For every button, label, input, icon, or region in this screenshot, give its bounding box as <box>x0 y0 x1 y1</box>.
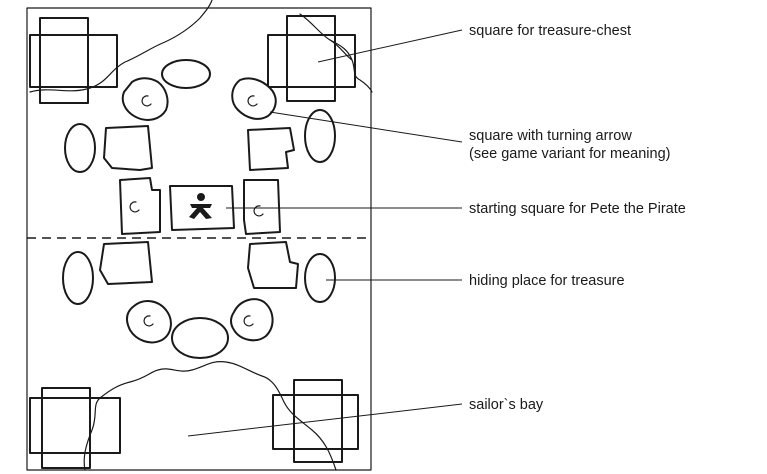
turning-arrow-icon <box>247 95 258 107</box>
label-hiding-place: hiding place for treasure <box>469 273 625 289</box>
path-square-right-upper <box>247 127 295 171</box>
hiding-place-right-upper <box>304 109 336 163</box>
bay-coastline <box>83 361 337 471</box>
turning-arrow-square-top-left <box>121 77 169 121</box>
treasure-chest-square-top-left <box>29 17 118 104</box>
treasure-chest-square-top-right <box>267 15 356 102</box>
hiding-place-right-lower <box>304 253 336 303</box>
island-coastline-right-2 <box>329 39 353 61</box>
label-turning-arrow-line1: square with turning arrow <box>469 128 632 144</box>
turning-arrow-icon <box>243 315 254 327</box>
turning-arrow-icon <box>253 205 264 217</box>
leader-turning-arrow <box>269 111 463 143</box>
leader-sailors-bay <box>187 403 463 437</box>
turning-arrow-square-bottom-left <box>125 300 172 344</box>
turning-arrow-square-mid-right <box>243 179 281 235</box>
label-sailors-bay: sailor`s bay <box>469 397 544 413</box>
island-coastline <box>29 0 213 93</box>
treasure-chest-square-bottom-left <box>29 387 121 469</box>
label-treasure-chest: square for treasure-chest <box>469 23 631 39</box>
turning-arrow-icon <box>141 95 152 107</box>
turning-arrow-square-top-right <box>231 77 277 120</box>
turning-arrow-square-bottom-right <box>230 298 274 342</box>
turning-arrow-icon <box>129 201 140 213</box>
treasure-chest-square-bottom-right <box>272 379 359 463</box>
label-starting-square: starting square for Pete the Pirate <box>469 201 686 217</box>
board-outline <box>26 7 372 471</box>
turning-arrow-square-mid-left <box>119 177 161 235</box>
hiding-place-bottom <box>171 317 229 359</box>
path-square-left-lower <box>99 241 153 285</box>
path-square-right-lower <box>247 241 299 289</box>
path-square-left-upper <box>103 125 153 171</box>
leader-treasure-chest <box>317 29 463 63</box>
hiding-place-left-upper <box>64 123 96 173</box>
hiding-place-top <box>161 59 211 89</box>
label-turning-arrow-line2: (see game variant for meaning) <box>469 146 671 162</box>
pirate-figure-icon <box>189 193 212 219</box>
hiding-place-left-lower <box>62 251 94 305</box>
turning-arrow-icon <box>143 315 154 327</box>
starting-square <box>169 185 235 231</box>
